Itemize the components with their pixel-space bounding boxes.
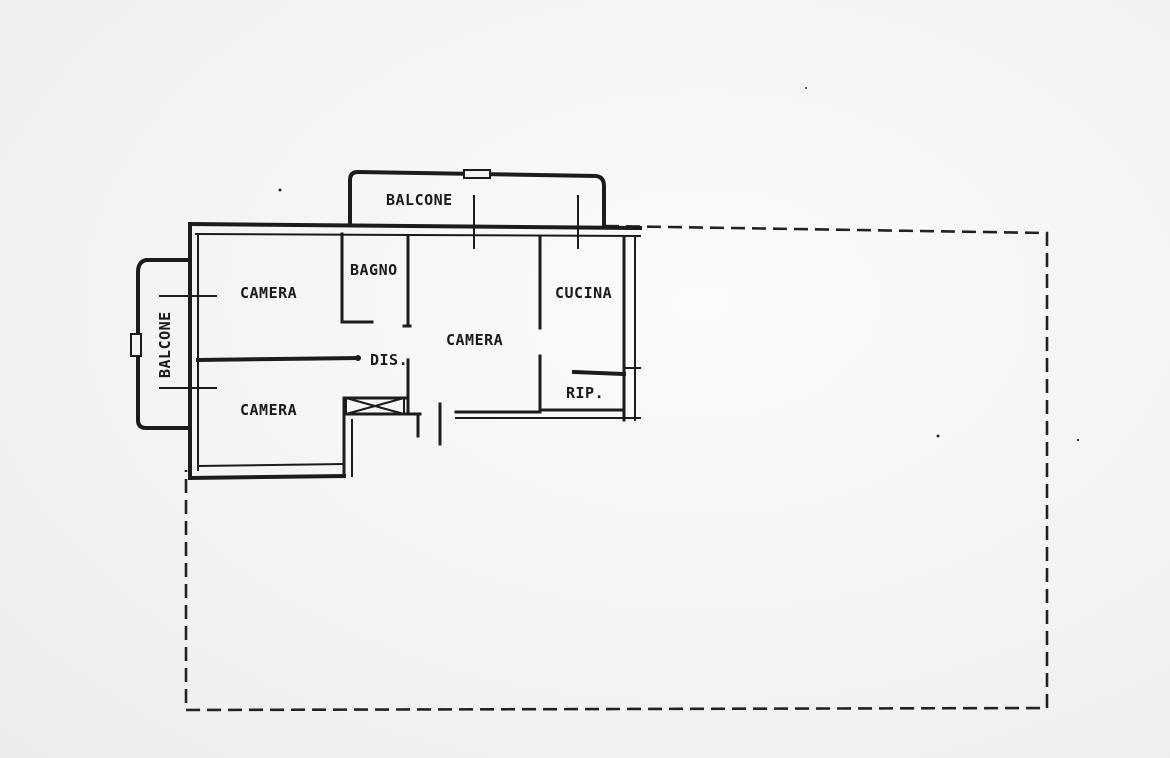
scan-specks: [278, 87, 1080, 442]
room-label-bagno: BAGNO: [350, 261, 398, 279]
room-label-rip: RIP.: [566, 384, 604, 402]
room-label-balcone-top: BALCONE: [386, 191, 453, 209]
room-label-cucina: CUCINA: [555, 284, 612, 302]
entry-stair-symbol: [345, 397, 405, 415]
balcony-left: [130, 258, 217, 430]
lot-boundary: [184, 224, 1049, 712]
room-label-balcone-left: BALCONE: [156, 311, 174, 378]
room-label-camera-bottom-left: CAMERA: [240, 401, 297, 419]
room-label-dis: DIS.: [370, 351, 408, 369]
room-label-camera-top-left: CAMERA: [240, 284, 297, 302]
room-label-camera-center: CAMERA: [446, 331, 503, 349]
balcony-top: [348, 169, 606, 249]
exterior-walls: [187, 221, 643, 481]
